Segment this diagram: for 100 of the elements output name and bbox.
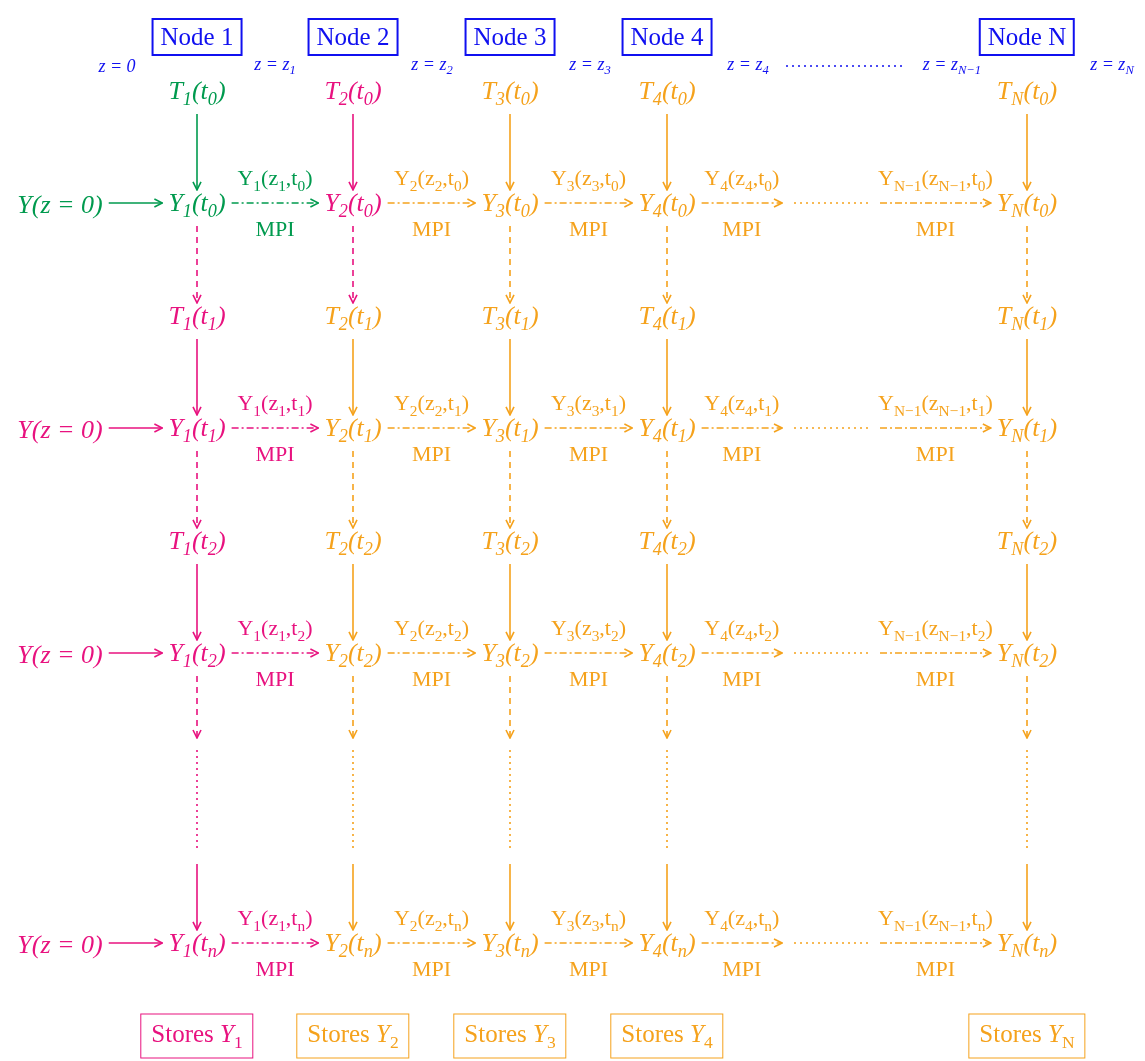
formula-text: Y$_{2}$(t$_{1}$): [324, 412, 382, 448]
arrow: [543, 648, 634, 658]
arrow: [230, 938, 320, 948]
edge-label: Y$_{4}$(z$_{4}$,t$_{2}$) MPI: [704, 614, 780, 694]
edge-label: Y$_{4}$(z$_{4}$,t$_{1}$) MPI: [704, 389, 780, 469]
edge-label: Y$_{4}$(z$_{4}$,t$_{n}$) MPI: [704, 904, 780, 984]
coordinate-label: z = z$_{N−1}$: [922, 53, 982, 79]
arrow: [505, 450, 515, 529]
arrow: [192, 225, 202, 304]
edge-label: Y$_{2}$(z$_{2}$,t$_{2}$) MPI: [394, 614, 469, 694]
formula-text: T$_{4}$(t$_{0}$): [638, 75, 696, 111]
arrow: [1022, 675, 1032, 739]
arrow: [107, 423, 164, 433]
edge-label: Y$_{3}$(z$_{3}$,t$_{1}$) MPI: [551, 389, 626, 469]
edge-label: Y$_{2}$(z$_{2}$,t$_{0}$) MPI: [394, 164, 469, 244]
arrow: [1022, 113, 1032, 191]
arrow: [1022, 338, 1032, 416]
arrow: [505, 863, 515, 931]
coordinate-label: z = 0: [98, 55, 136, 77]
arrow: [107, 938, 164, 948]
arrow: [348, 338, 358, 416]
arrow: [386, 198, 477, 208]
compute-node-box: Node 1: [151, 18, 243, 56]
edge-label: Y$_{4}$(z$_{4}$,t$_{0}$) MPI: [704, 164, 780, 244]
arrow: [505, 113, 515, 191]
edge-label: Y$_{2}$(z$_{2}$,t$_{1}$) MPI: [394, 389, 469, 469]
compute-node-box: Node 3: [464, 18, 556, 56]
compute-node-box: Node 2: [307, 18, 399, 56]
edge-label: Y$_{1}$(z$_{1}$,t$_{n}$) MPI: [237, 904, 313, 984]
arrow: [700, 938, 783, 948]
arrow: [386, 648, 477, 658]
storage-box: Stores Y$_{1}$: [140, 1013, 254, 1059]
compute-node-box: Node N: [978, 18, 1076, 56]
coordinate-label: z = z$_{4}$: [727, 53, 769, 79]
arrow: [192, 563, 202, 641]
coordinate-label: z = z$_{3}$: [569, 53, 611, 79]
arrow: [879, 198, 992, 208]
formula-text: Y$_{N}$(t$_{1}$): [996, 412, 1058, 448]
formula-text: Y$_{4}$(t$_{n}$): [638, 927, 696, 963]
storage-box: Stores Y$_{4}$: [610, 1013, 724, 1059]
arrow: [700, 648, 783, 658]
formula-text: Y$_{4}$(t$_{2}$): [638, 637, 696, 673]
arrow: [192, 675, 202, 739]
arrow: [348, 675, 358, 739]
formula-text: Y$_{1}$(t$_{1}$): [168, 412, 226, 448]
formula-text: Y$_{3}$(t$_{2}$): [481, 637, 539, 673]
arrow: [386, 938, 477, 948]
arrow: [662, 113, 672, 191]
formula-text: T$_{4}$(t$_{2}$): [638, 525, 696, 561]
formula-text: T$_{1}$(t$_{1}$): [168, 300, 226, 336]
formula-text: Y$_{1}$(t$_{0}$): [168, 187, 226, 223]
arrow: [662, 338, 672, 416]
formula-text: T$_{3}$(t$_{2}$): [481, 525, 539, 561]
formula-text: T$_{N}$(t$_{0}$): [996, 75, 1058, 111]
formula-text: Y$_{1}$(t$_{2}$): [168, 637, 226, 673]
arrow: [230, 198, 320, 208]
formula-text: T$_{4}$(t$_{1}$): [638, 300, 696, 336]
arrow: [662, 563, 672, 641]
edge-label: Y$_{2}$(z$_{2}$,t$_{n}$) MPI: [394, 904, 469, 984]
edge-label: Y$_{N−1}$(z$_{N−1}$,t$_{n}$) MPI: [878, 904, 993, 984]
arrow: [386, 423, 477, 433]
formula-text: T$_{2}$(t$_{2}$): [324, 525, 382, 561]
arrow: [1022, 450, 1032, 529]
storage-box: Stores Y$_{3}$: [453, 1013, 567, 1059]
formula-text: Y$_{N}$(t$_{n}$): [996, 927, 1058, 963]
formula-text: Y$_{2}$(t$_{n}$): [324, 927, 382, 963]
arrow: [348, 225, 358, 304]
arrow: [107, 198, 164, 208]
formula-text: Y$_{3}$(t$_{1}$): [481, 412, 539, 448]
formula-text: T$_{N}$(t$_{2}$): [996, 525, 1058, 561]
arrow: [879, 423, 992, 433]
arrow: [1022, 863, 1032, 931]
arrow: [505, 338, 515, 416]
formula-text: Y(z = 0): [17, 930, 103, 960]
formula-text: Y$_{N}$(t$_{2}$): [996, 637, 1058, 673]
edge-label: Y$_{N−1}$(z$_{N−1}$,t$_{2}$) MPI: [878, 614, 993, 694]
formula-text: Y$_{4}$(t$_{1}$): [638, 412, 696, 448]
arrow: [662, 863, 672, 931]
edge-label: Y$_{N−1}$(z$_{N−1}$,t$_{0}$) MPI: [878, 164, 993, 244]
arrow: [505, 225, 515, 304]
arrow: [192, 450, 202, 529]
arrow: [348, 563, 358, 641]
arrow: [230, 648, 320, 658]
coordinate-label: z = z$_{2}$: [411, 53, 453, 79]
formula-text: T$_{2}$(t$_{1}$): [324, 300, 382, 336]
arrow: [879, 938, 992, 948]
formula-text: Y$_{4}$(t$_{0}$): [638, 187, 696, 223]
formula-text: T$_{3}$(t$_{1}$): [481, 300, 539, 336]
arrow: [348, 863, 358, 931]
formula-text: Y$_{1}$(t$_{n}$): [168, 927, 226, 963]
arrow: [348, 450, 358, 529]
edge-label: Y$_{3}$(z$_{3}$,t$_{2}$) MPI: [551, 614, 626, 694]
formula-text: Y$_{2}$(t$_{2}$): [324, 637, 382, 673]
formula-text: T$_{1}$(t$_{2}$): [168, 525, 226, 561]
arrow: [543, 198, 634, 208]
arrow: [192, 338, 202, 416]
edge-label: Y$_{3}$(z$_{3}$,t$_{n}$) MPI: [551, 904, 626, 984]
formula-text: T$_{N}$(t$_{1}$): [996, 300, 1058, 336]
edge-label: Y$_{1}$(z$_{1}$,t$_{2}$) MPI: [237, 614, 313, 694]
arrow: [505, 563, 515, 641]
